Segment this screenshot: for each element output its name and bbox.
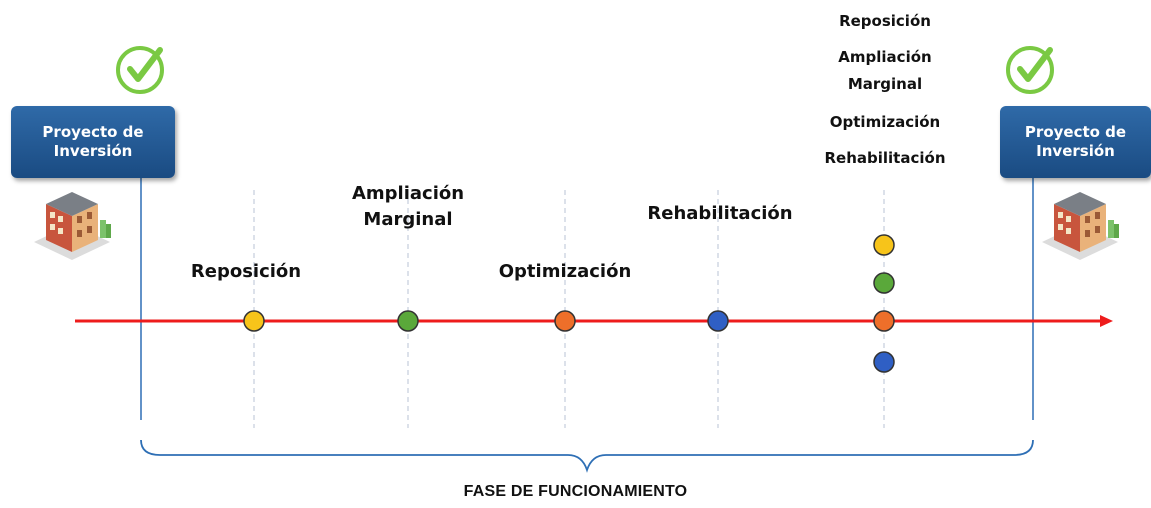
- combined-dot-blue: [873, 351, 895, 373]
- timeline-arrowhead: [1100, 315, 1113, 327]
- milestone-dot-ampliacion: [397, 310, 419, 332]
- milestone-dot-optimizacion: [554, 310, 576, 332]
- milestone-label-rehabilitacion: Rehabilitación: [647, 203, 793, 224]
- milestone-label-optimizacion: Optimización: [498, 261, 632, 282]
- milestone-label-reposicion: Reposición: [190, 261, 302, 282]
- combined-dot-yellow: [873, 234, 895, 256]
- milestone-label-ampliacion-marginal: Ampliación Marginal: [351, 183, 465, 230]
- check-icon: [116, 46, 164, 94]
- check-icon: [1006, 46, 1054, 94]
- combined-label-reposicion: Reposición: [839, 12, 931, 30]
- project-box-left: Proyecto de Inversión: [11, 106, 175, 178]
- milestone-dot-reposicion: [243, 310, 265, 332]
- milestone-dot-rehabilitacion: [707, 310, 729, 332]
- combined-label-optimizacion: Optimización: [829, 113, 941, 131]
- phase-label: FASE DE FUNCIONAMIENTO: [463, 483, 688, 500]
- combined-dot-orange: [873, 310, 895, 332]
- combined-dot-green: [873, 272, 895, 294]
- combined-label-marginal: Marginal: [847, 75, 923, 93]
- combined-label-rehabilitacion: Rehabilitación: [824, 149, 946, 167]
- phase-brace: [140, 439, 1034, 473]
- project-box-right: Proyecto de Inversión: [1000, 106, 1151, 178]
- building-icon: [1042, 192, 1119, 260]
- combined-label-ampliacion: Ampliación: [838, 48, 932, 66]
- building-icon: [34, 192, 111, 260]
